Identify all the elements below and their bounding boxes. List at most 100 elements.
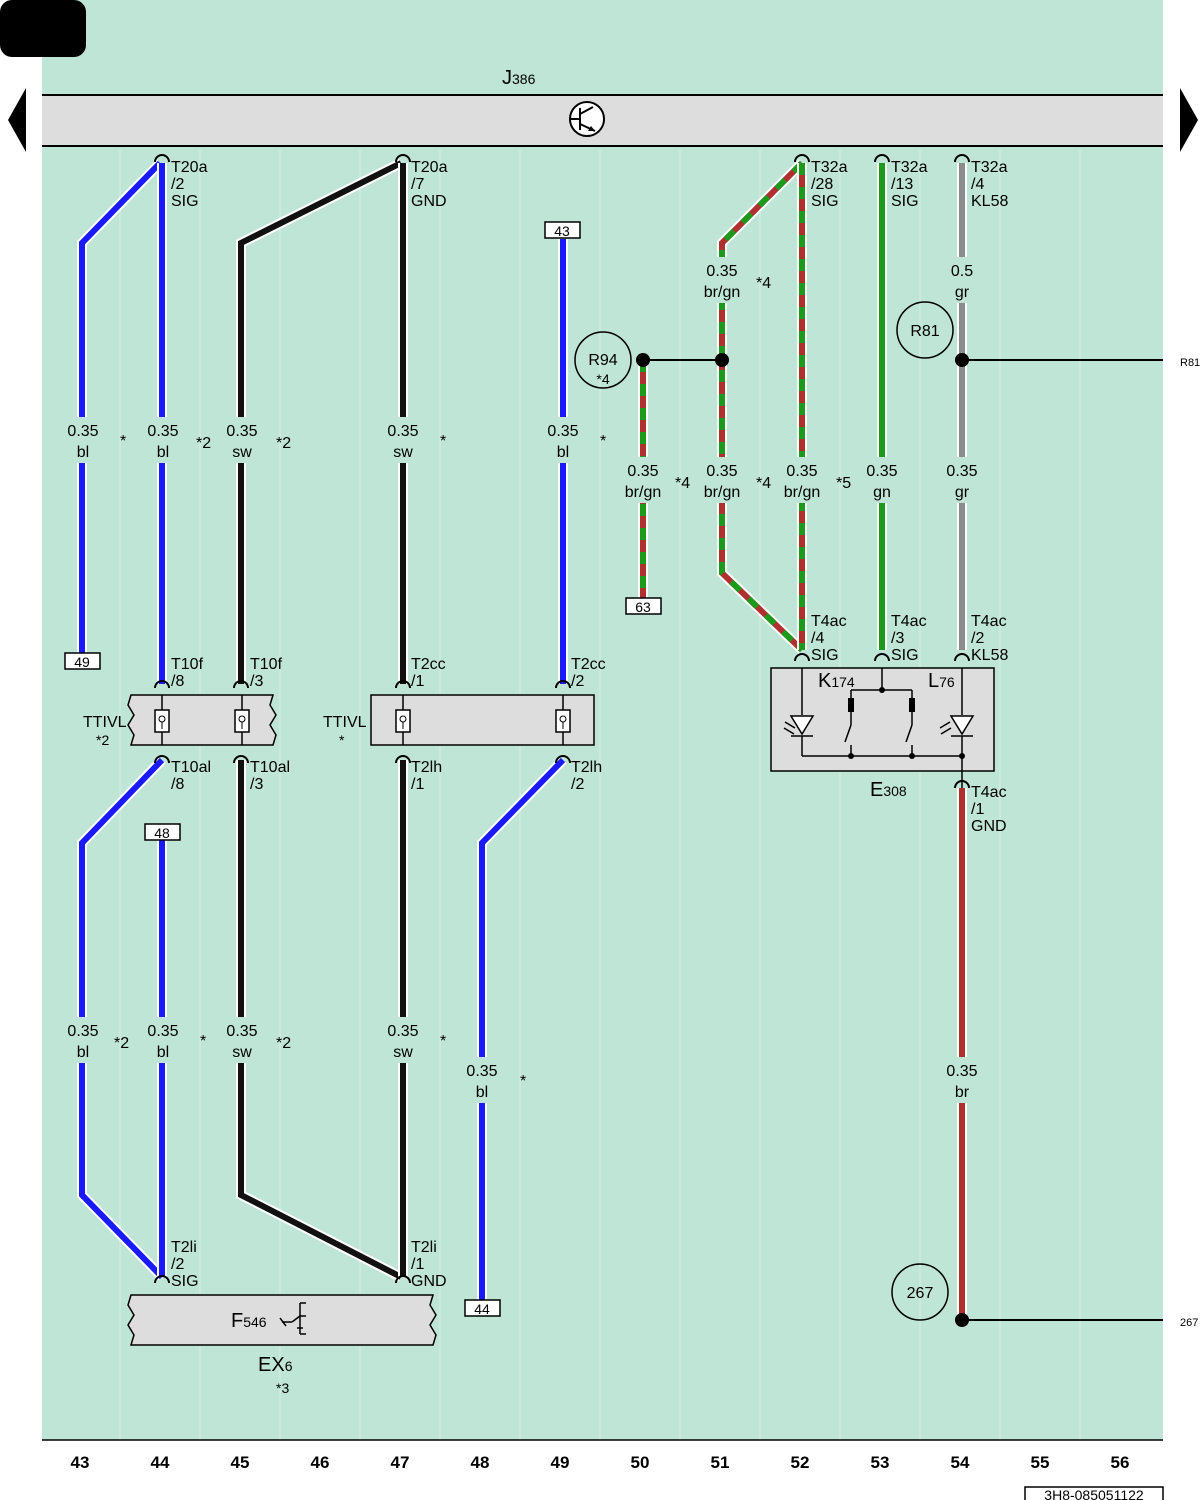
column-gridlines: [119, 150, 1081, 1440]
svg-text:*: *: [520, 1073, 526, 1090]
svg-text:T10f/8: T10f/8: [171, 656, 204, 690]
svg-text:53: 53: [871, 1453, 890, 1472]
svg-text:*3: *3: [276, 1380, 289, 1396]
svg-text:*2: *2: [96, 732, 109, 748]
svg-text:*: *: [440, 1033, 446, 1050]
svg-text:*4: *4: [756, 275, 771, 292]
svg-text:0.35: 0.35: [946, 463, 977, 480]
svg-text:*2: *2: [276, 435, 291, 452]
svg-text:46: 46: [311, 1453, 330, 1472]
svg-text:48: 48: [471, 1453, 490, 1472]
svg-text:49: 49: [551, 1453, 570, 1472]
component-e308-label: E308: [870, 779, 907, 801]
ttivl-connector-1: [127, 694, 277, 746]
svg-text:0.5: 0.5: [951, 263, 973, 280]
pin-labels-ttivl-1: T10f/8 T10f/3 T10al/8 T10al/3: [171, 656, 290, 793]
svg-text:sw: sw: [393, 444, 413, 461]
module-label: J386: [502, 67, 536, 89]
edge-label-r81: R81: [1180, 357, 1200, 369]
svg-text:*: *: [120, 433, 126, 450]
circle-r81: R81: [896, 301, 954, 359]
circle-267: 267: [891, 1263, 949, 1321]
svg-text:3H8-085051122: 3H8-085051122: [1044, 1487, 1144, 1500]
svg-text:55: 55: [1031, 1453, 1050, 1472]
next-page-arrow-icon[interactable]: [1180, 88, 1198, 152]
svg-text:50: 50: [631, 1453, 650, 1472]
svg-text:br: br: [955, 1084, 970, 1101]
svg-text:45: 45: [231, 1453, 250, 1472]
svg-text:47: 47: [391, 1453, 410, 1472]
svg-text:0.35: 0.35: [67, 423, 98, 440]
svg-text:T10al/8: T10al/8: [171, 759, 211, 793]
svg-text:0.35: 0.35: [147, 1023, 178, 1040]
svg-text:*4: *4: [675, 475, 690, 492]
svg-text:T2cc/1: T2cc/1: [411, 656, 446, 690]
svg-text:*2: *2: [114, 1035, 129, 1052]
svg-text:bl: bl: [77, 444, 89, 461]
svg-text:*: *: [600, 433, 606, 450]
svg-text:T10f/3: T10f/3: [250, 656, 283, 690]
wire-brgn-51-52: [717, 159, 806, 654]
document-code: 3H8-085051122: [1024, 1486, 1164, 1500]
svg-text:52: 52: [791, 1453, 810, 1472]
svg-text:*: *: [440, 433, 446, 450]
component-ex6-label: EX6: [258, 1354, 293, 1376]
transistor-icon: [569, 101, 605, 137]
svg-text:*2: *2: [276, 1035, 291, 1052]
svg-text:sw: sw: [393, 1044, 413, 1061]
page-tab: [0, 0, 86, 57]
prev-page-arrow-icon[interactable]: [8, 88, 26, 152]
svg-text:sw: sw: [232, 1044, 252, 1061]
svg-text:T2cc/2: T2cc/2: [571, 656, 606, 690]
ttivl-1-label: TTIVL: [83, 714, 127, 731]
component-e308: K174 L76: [770, 667, 995, 788]
svg-text:*: *: [339, 732, 345, 748]
pin-labels-ttivl-2: T2cc/1 T2cc/2 T2lh/1 T2lh/2: [411, 656, 606, 793]
svg-text:44: 44: [151, 1453, 170, 1472]
svg-text:br/gn: br/gn: [784, 484, 820, 501]
svg-text:*4: *4: [756, 475, 771, 492]
svg-text:0.35: 0.35: [706, 463, 737, 480]
svg-text:gr: gr: [955, 284, 970, 301]
svg-text:*2: *2: [196, 435, 211, 452]
svg-text:0.35: 0.35: [67, 1023, 98, 1040]
svg-text:0.35: 0.35: [466, 1063, 497, 1080]
svg-text:bl: bl: [557, 444, 569, 461]
svg-text:51: 51: [711, 1453, 730, 1472]
svg-text:*5: *5: [836, 475, 851, 492]
svg-text:43: 43: [71, 1453, 90, 1472]
ttivl-connector-2: [370, 694, 595, 746]
svg-text:*4: *4: [596, 371, 609, 387]
svg-text:bl: bl: [157, 444, 169, 461]
ttivl-2-label: TTIVL: [323, 714, 367, 731]
svg-text:44: 44: [474, 1301, 490, 1317]
svg-text:0.35: 0.35: [547, 423, 578, 440]
svg-text:br/gn: br/gn: [704, 284, 740, 301]
edge-label-267: 267: [1180, 1317, 1198, 1329]
svg-text:0.35: 0.35: [786, 463, 817, 480]
svg-text:48: 48: [154, 825, 170, 841]
svg-text:0.35: 0.35: [706, 263, 737, 280]
svg-text:gn: gn: [873, 484, 891, 501]
svg-text:br/gn: br/gn: [704, 484, 740, 501]
svg-text:267: 267: [907, 1285, 934, 1302]
circle-r94: R94 *4: [574, 331, 632, 389]
column-numbers: 43 44 45 46 47 48 49 50 51 52 53 54 55 5…: [71, 1453, 1130, 1472]
svg-text:0.35: 0.35: [866, 463, 897, 480]
svg-text:K174: K174: [818, 670, 855, 692]
wire-sw-45: [238, 160, 403, 684]
svg-text:0.35: 0.35: [147, 423, 178, 440]
